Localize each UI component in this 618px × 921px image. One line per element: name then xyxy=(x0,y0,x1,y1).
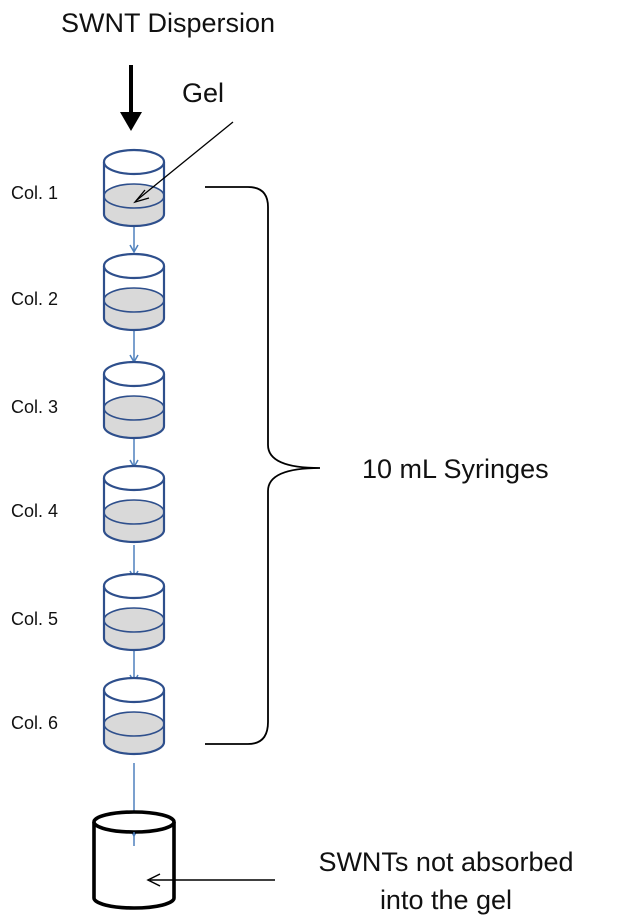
column-2-gel xyxy=(104,300,164,330)
column-label-3: Col. 3 xyxy=(11,397,59,417)
waste-pointer-arrow xyxy=(146,873,275,887)
column-4-cylinder-icon xyxy=(102,464,166,544)
column-5-cylinder-icon xyxy=(102,572,166,652)
gel-label: Gel xyxy=(182,78,225,108)
column-label-5: Col. 5 xyxy=(11,609,59,629)
waste-label-line-2: into the gel xyxy=(379,885,513,915)
column-1-cylinder-icon xyxy=(102,148,166,228)
column-3-cylinder-icon xyxy=(102,360,166,440)
column-6-gel xyxy=(104,724,164,754)
column-6-cylinder-icon xyxy=(102,676,166,756)
diagram-title: SWNT Dispersion xyxy=(60,8,276,38)
column-label-6: Col. 6 xyxy=(11,713,59,733)
column-4-gel xyxy=(104,512,164,542)
columns-group xyxy=(102,148,166,756)
waste-label-line-1: SWNTs not absorbed xyxy=(318,847,574,877)
column-label-2: Col. 2 xyxy=(11,289,59,309)
column-label-4: Col. 4 xyxy=(11,501,59,521)
column-5-gel xyxy=(104,620,164,650)
input-down-arrow-icon xyxy=(120,65,142,131)
waste-label: SWNTs not absorbed into the gel xyxy=(274,843,618,919)
syringes-label: 10 mL Syringes xyxy=(362,454,549,484)
column-1-gel xyxy=(104,196,164,226)
column-2-cylinder-icon xyxy=(102,252,166,332)
column-3-gel xyxy=(104,408,164,438)
syringes-brace xyxy=(205,186,321,745)
column-label-1: Col. 1 xyxy=(11,183,59,203)
gel-pointer-arrow xyxy=(133,121,234,204)
beaker-icon xyxy=(92,810,176,910)
